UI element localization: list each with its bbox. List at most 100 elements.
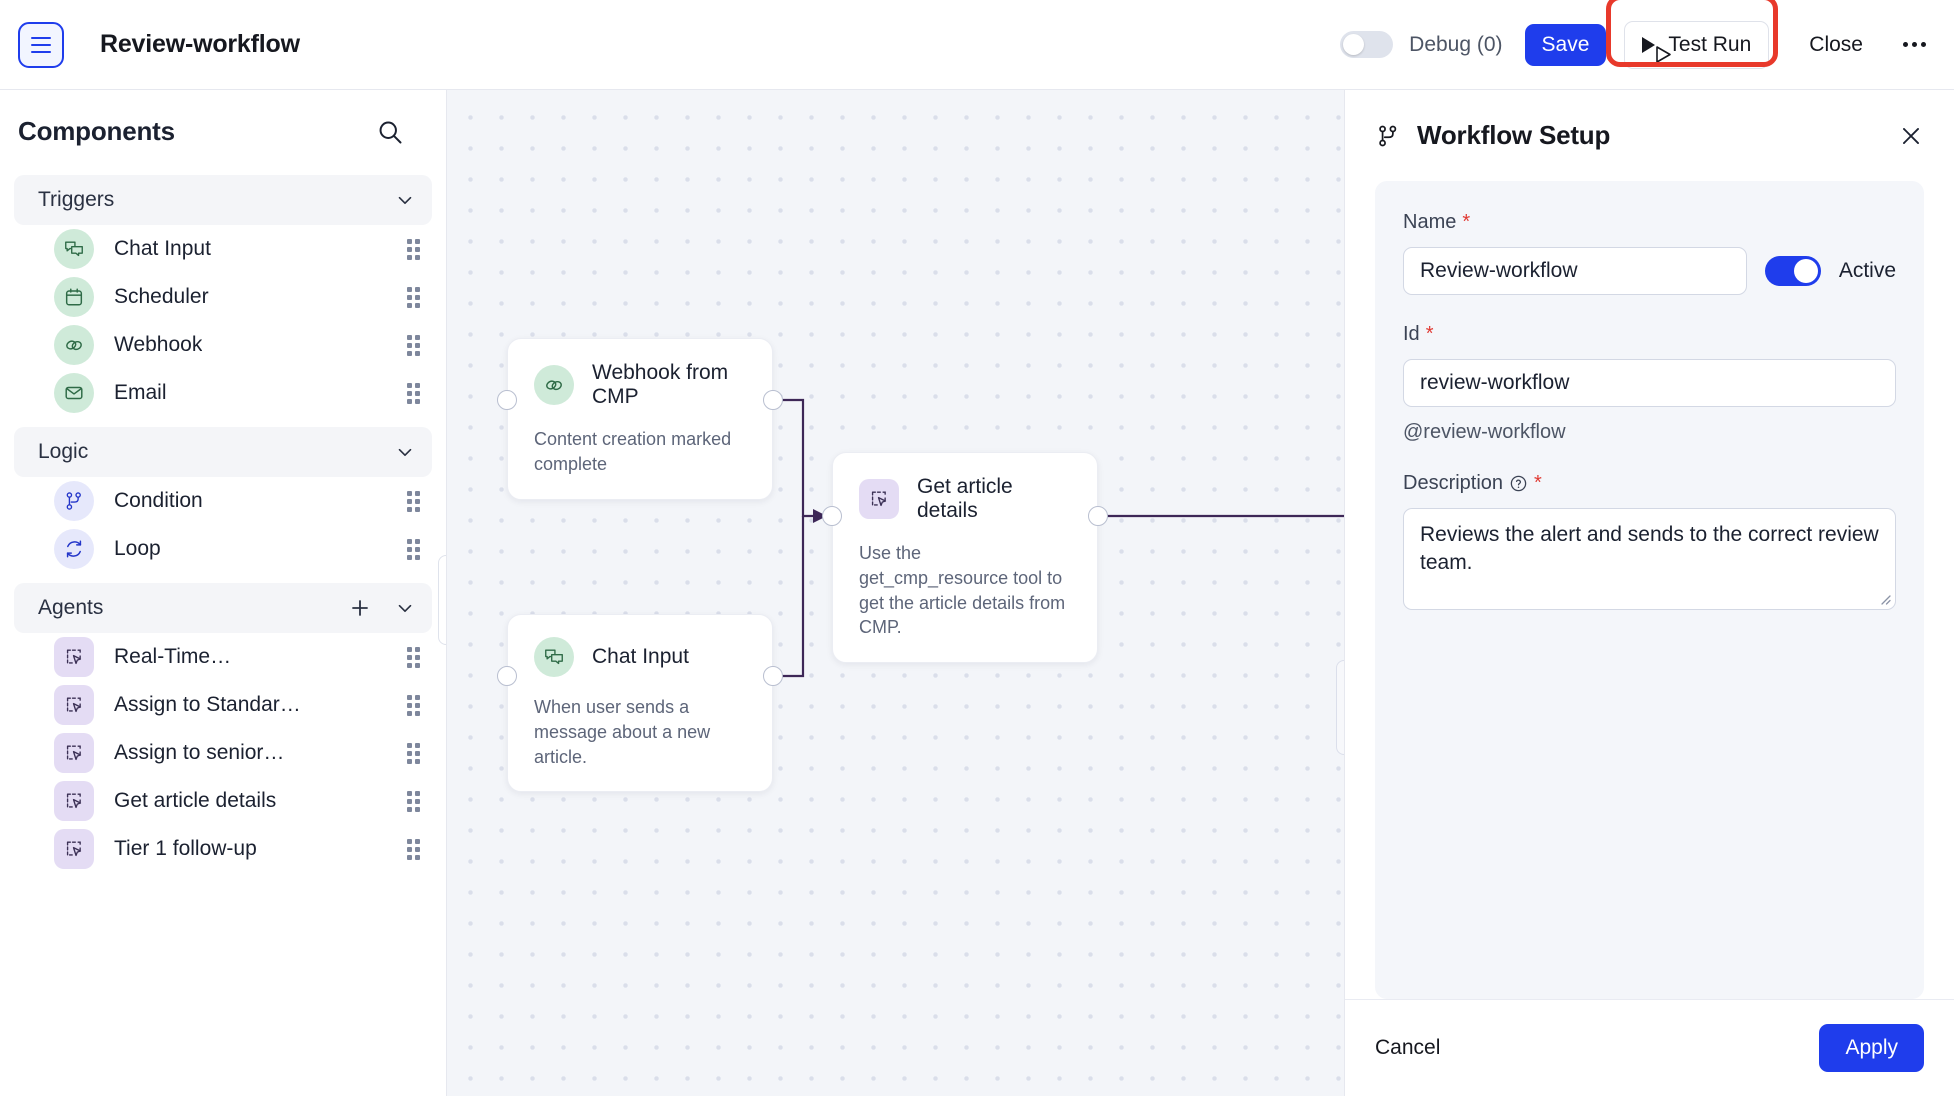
node-input-port[interactable] [822, 506, 842, 526]
agent-cursor-icon [859, 479, 899, 519]
sidebar-resize-handle[interactable] [438, 555, 446, 645]
node-output-port[interactable] [763, 666, 783, 686]
save-button[interactable]: Save [1524, 23, 1607, 66]
cancel-button[interactable]: Cancel [1375, 1036, 1441, 1059]
components-header: Components [0, 90, 446, 165]
workflow-setup-panel: Workflow Setup Name* Active [1344, 90, 1954, 1096]
drag-dots-icon[interactable] [407, 646, 420, 668]
drag-dots-icon[interactable] [407, 538, 420, 560]
id-input[interactable] [1403, 359, 1896, 407]
active-label: Active [1838, 259, 1896, 282]
component-item-real-time[interactable]: Real-Time… [0, 633, 446, 681]
branch-icon [54, 481, 94, 521]
node-output-port[interactable] [1088, 506, 1108, 526]
component-label: Real-Time… [114, 645, 232, 668]
description-label-text: Description [1403, 472, 1504, 494]
hamburger-line [31, 50, 51, 53]
hamburger-line [31, 36, 51, 39]
workflow-canvas[interactable]: Webhook from CMP Content creation marked… [447, 90, 1344, 1096]
node-output-port[interactable] [763, 390, 783, 410]
group-header-triggers[interactable]: Triggers [14, 175, 432, 225]
test-run-button[interactable]: Test Run [1624, 20, 1770, 69]
workflow-setup-form: Name* Active Id* @review [1375, 181, 1924, 999]
component-label: Loop [114, 537, 161, 560]
debug-toggle[interactable] [1340, 31, 1394, 58]
hamburger-icon[interactable] [18, 21, 64, 68]
agent-cursor-icon [54, 733, 94, 773]
name-input[interactable] [1403, 247, 1747, 295]
node-title: Chat Input [592, 645, 689, 668]
group-actions [394, 189, 416, 211]
active-toggle[interactable] [1764, 256, 1821, 286]
component-item-tier-1-follow-up[interactable]: Tier 1 follow-up [0, 825, 446, 873]
required-asterisk: * [1462, 211, 1471, 233]
component-label: Chat Input [114, 237, 211, 260]
drag-dots-icon[interactable] [407, 694, 420, 716]
drag-dots-icon[interactable] [407, 382, 420, 404]
drag-dots-icon[interactable] [407, 742, 420, 764]
node-webhook-from-cmp[interactable]: Webhook from CMP Content creation marked… [507, 338, 773, 500]
node-input-port[interactable] [497, 390, 517, 410]
group-actions [348, 596, 416, 620]
panel-title: Workflow Setup [1417, 120, 1611, 150]
chevron-down-icon[interactable] [394, 441, 416, 463]
component-item-chat-input[interactable]: Chat Input [0, 225, 446, 273]
node-chat-input[interactable]: Chat Input When user sends a message abo… [507, 614, 773, 793]
description-wrapper [1403, 508, 1896, 615]
chevron-down-icon[interactable] [394, 597, 416, 619]
ellipsis-icon[interactable] [1897, 36, 1932, 53]
drag-dots-icon[interactable] [407, 838, 420, 860]
panel-body: Name* Active Id* @review [1345, 151, 1954, 999]
debug-toggle-knob [1343, 34, 1365, 55]
component-item-get-article-details[interactable]: Get article details [0, 777, 446, 825]
drag-dots-icon[interactable] [407, 490, 420, 512]
test-run-label: Test Run [1668, 32, 1752, 56]
component-label: Email [114, 381, 167, 404]
node-description: Use the get_cmp_resource tool to get the… [859, 543, 1066, 638]
group-label: Triggers [38, 188, 115, 211]
node-input-port[interactable] [497, 666, 517, 686]
panel-footer: Cancel Apply [1345, 999, 1954, 1096]
plus-icon[interactable] [348, 596, 372, 620]
apply-button[interactable]: Apply [1819, 1024, 1924, 1072]
component-item-assign-standard[interactable]: Assign to Standar… [0, 681, 446, 729]
component-item-condition[interactable]: Condition [0, 477, 446, 525]
node-get-article-details[interactable]: Get article details Use the get_cmp_reso… [832, 452, 1098, 664]
chevron-down-icon[interactable] [394, 189, 416, 211]
group-header-agents[interactable]: Agents [14, 583, 432, 633]
drag-dots-icon[interactable] [407, 334, 420, 356]
question-circle-icon[interactable] [1509, 474, 1528, 493]
link-chain-icon [534, 365, 574, 405]
component-item-loop[interactable]: Loop [0, 525, 446, 573]
components-title: Components [18, 116, 175, 146]
node-description: Content creation marked complete [534, 429, 732, 474]
node-title: Get article details [917, 475, 1013, 522]
workflow-handle-note: @review-workflow [1403, 421, 1566, 443]
chat-bubbles-icon [54, 229, 94, 269]
component-label: Get article details [114, 789, 277, 812]
panel-resize-handle[interactable] [1336, 660, 1344, 755]
active-toggle-knob [1793, 259, 1818, 283]
top-bar: Review-workflow Debug (0) Save Test Run [0, 0, 1954, 90]
description-textarea[interactable] [1403, 508, 1896, 610]
group-header-logic[interactable]: Logic [14, 427, 432, 477]
component-item-assign-senior[interactable]: Assign to senior… [0, 729, 446, 777]
required-asterisk: * [1534, 472, 1542, 494]
close-button[interactable]: Close [1809, 32, 1863, 56]
ellipsis-dot [1903, 42, 1908, 47]
component-label: Webhook [114, 333, 203, 356]
components-list[interactable]: Triggers Chat Input [0, 165, 446, 1096]
component-item-scheduler[interactable]: Scheduler [0, 273, 446, 321]
component-item-webhook[interactable]: Webhook [0, 321, 446, 369]
component-label: Assign to Standar… [114, 693, 301, 716]
name-field-label: Name* [1403, 211, 1896, 234]
calendar-icon [54, 277, 94, 317]
drag-dots-icon[interactable] [407, 238, 420, 260]
component-item-email[interactable]: Email [0, 369, 446, 417]
drag-dots-icon[interactable] [407, 790, 420, 812]
id-field-label: Id* [1403, 323, 1896, 346]
drag-dots-icon[interactable] [407, 286, 420, 308]
close-icon[interactable] [1898, 123, 1924, 149]
search-icon[interactable] [376, 118, 404, 146]
